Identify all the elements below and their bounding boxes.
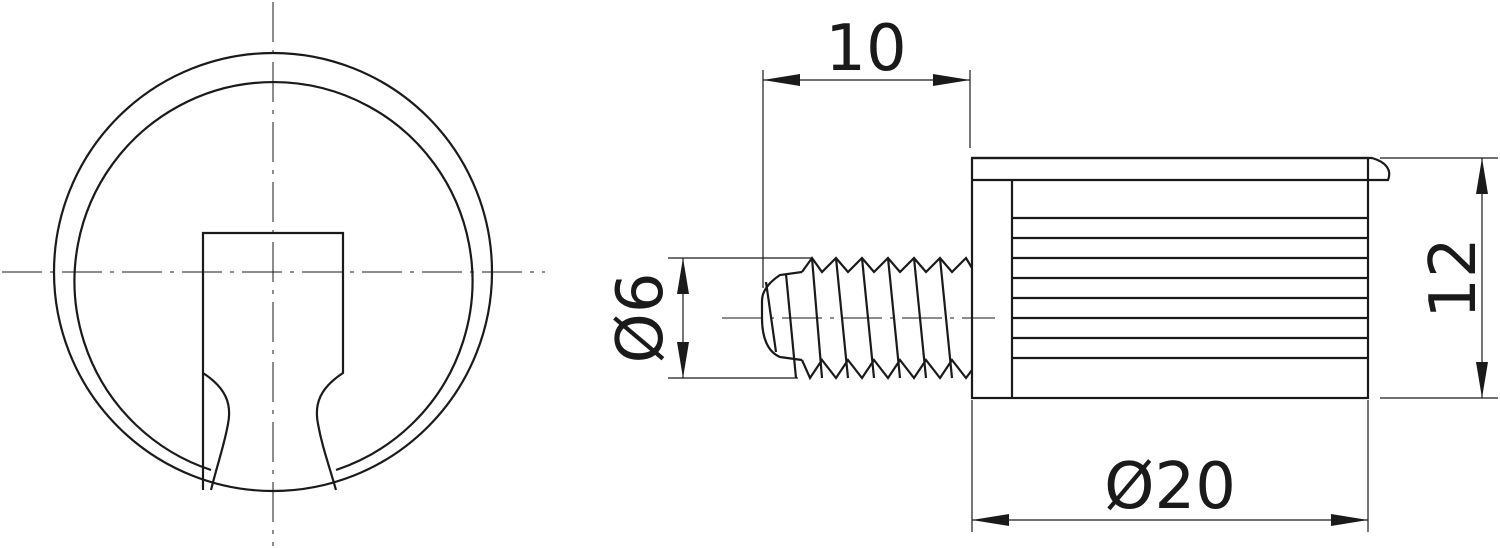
dimension-screw-diameter: Ø6 [604, 257, 812, 379]
dimension-body-height-label: 12 [1417, 237, 1491, 318]
dimension-screw-length-label: 10 [825, 12, 906, 86]
threaded-screw [722, 256, 995, 381]
front-view [2, 2, 545, 546]
keyhole-slot [201, 231, 345, 491]
knurl-ribs [1012, 216, 1368, 360]
dimension-screw-diameter-label: Ø6 [604, 272, 678, 363]
dimension-body-height: 12 [1380, 157, 1498, 399]
outer-rim-circle [52, 51, 494, 493]
cap-flange [972, 156, 1391, 182]
side-view: 10 Ø6 12 Ø20 [604, 12, 1498, 532]
dimension-body-diameter-label: Ø20 [1104, 450, 1236, 524]
inner-rim-arc [73, 80, 474, 472]
dimension-screw-length: 10 [762, 12, 971, 288]
dimension-body-diameter: Ø20 [971, 400, 1369, 532]
